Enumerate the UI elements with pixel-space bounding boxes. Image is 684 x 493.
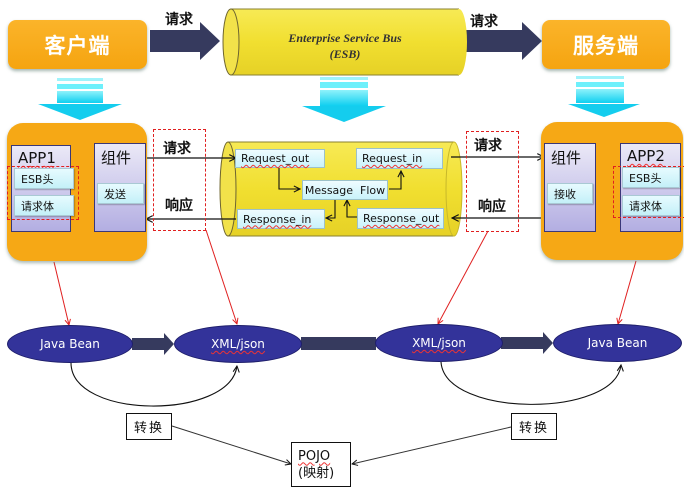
send-action-label: 发送	[104, 187, 126, 201]
response-in-label: Response_in	[243, 212, 312, 226]
down-arrow-esb	[302, 77, 386, 122]
app1-esb-header-label: ESB头	[21, 172, 54, 186]
flow-arrow-1	[132, 333, 174, 355]
app1-label: APP1	[18, 149, 56, 167]
red-line-4	[618, 260, 637, 324]
convert-label-right: 转换	[511, 413, 557, 440]
response-out-label: Response_out	[363, 212, 440, 225]
convert-label-left-text: 转换	[133, 421, 164, 436]
flow-arrow-3	[501, 332, 553, 354]
response-in-box: Response_in	[237, 209, 325, 229]
app1-message-highlight	[7, 166, 79, 220]
request-label-top-left: 请求	[165, 12, 193, 28]
convert-arc-left	[70, 361, 237, 407]
down-arrow-server	[568, 76, 640, 117]
pojo-label: POJO	[298, 448, 331, 464]
server-box: 服务端	[542, 20, 670, 69]
app1-esb-header: ESB头	[14, 168, 74, 189]
component-label-left: 组件	[101, 149, 132, 167]
request-out-label: Request_out	[241, 152, 310, 165]
convert-right-to-pojo	[352, 426, 512, 464]
right-response-label: 响应	[478, 199, 506, 215]
app2-request-body-label: 请求体	[629, 199, 662, 213]
flow-response-out-to-message	[347, 200, 357, 218]
red-line-1	[53, 261, 69, 325]
client-box: 客户端	[8, 20, 147, 69]
message-flow-label: Message Flow	[304, 183, 386, 197]
node-java-bean-right: Java Bean	[553, 324, 682, 362]
flow-message-to-in	[389, 171, 401, 190]
server-label: 服务端	[573, 33, 639, 58]
esb-title-line1: Enterprise Service Bus	[288, 31, 402, 45]
app1-request-body: 请求体	[14, 195, 74, 216]
convert-label-left: 转换	[126, 413, 172, 440]
flow-out-to-message	[278, 168, 300, 189]
node-xml-json-left-label: XML/json	[211, 337, 265, 351]
flow-arrow-2	[301, 337, 376, 350]
message-flow-box: Message Flow	[302, 180, 388, 200]
node-xml-json-right: XML/json	[375, 324, 503, 362]
right-request-label: 请求	[474, 138, 502, 154]
app1-request-body-label: 请求体	[21, 199, 54, 213]
down-arrow-client	[38, 78, 122, 120]
red-line-3	[438, 230, 489, 324]
client-label: 客户端	[44, 33, 111, 58]
request-label-top-right: 请求	[470, 14, 498, 30]
node-xml-json-right-label: XML/json	[412, 336, 466, 350]
request-out-box: Request_out	[235, 149, 325, 168]
left-channel-highlight	[153, 129, 206, 231]
receive-action-label: 接收	[554, 187, 576, 201]
response-out-box: Response_out	[357, 208, 444, 229]
convert-left-to-pojo	[171, 425, 291, 464]
convert-arc-right	[440, 361, 621, 405]
app2-message-highlight	[613, 166, 684, 218]
esb-title-line2: (ESB)	[329, 47, 361, 61]
node-java-bean-left: Java Bean	[7, 325, 133, 363]
app2-esb-header: ESB头	[622, 167, 680, 188]
esb-title: Enterprise Service Bus (ESB)	[240, 30, 450, 62]
app2-label: APP2	[627, 147, 665, 165]
convert-label-right-text: 转换	[518, 421, 549, 436]
left-request-label: 请求	[163, 141, 191, 157]
component-label-right: 组件	[551, 149, 582, 167]
node-java-bean-left-label: Java Bean	[40, 337, 100, 351]
send-action: 发送	[97, 183, 144, 204]
node-xml-json-left: XML/json	[174, 325, 302, 363]
request-in-label: Request_in	[362, 152, 423, 165]
app2-request-body: 请求体	[622, 195, 680, 216]
flow-message-to-response-in	[326, 199, 336, 218]
red-line-2	[205, 229, 237, 324]
node-java-bean-right-label: Java Bean	[587, 336, 648, 350]
receive-action: 接收	[547, 183, 593, 204]
pojo-mapping-label: (映射)	[298, 465, 335, 481]
right-channel-highlight	[466, 131, 519, 232]
left-response-label: 响应	[165, 198, 193, 214]
pojo-box: POJO (映射)	[291, 442, 351, 487]
app2-esb-header-label: ESB头	[629, 171, 662, 185]
request-in-box: Request_in	[356, 148, 443, 169]
